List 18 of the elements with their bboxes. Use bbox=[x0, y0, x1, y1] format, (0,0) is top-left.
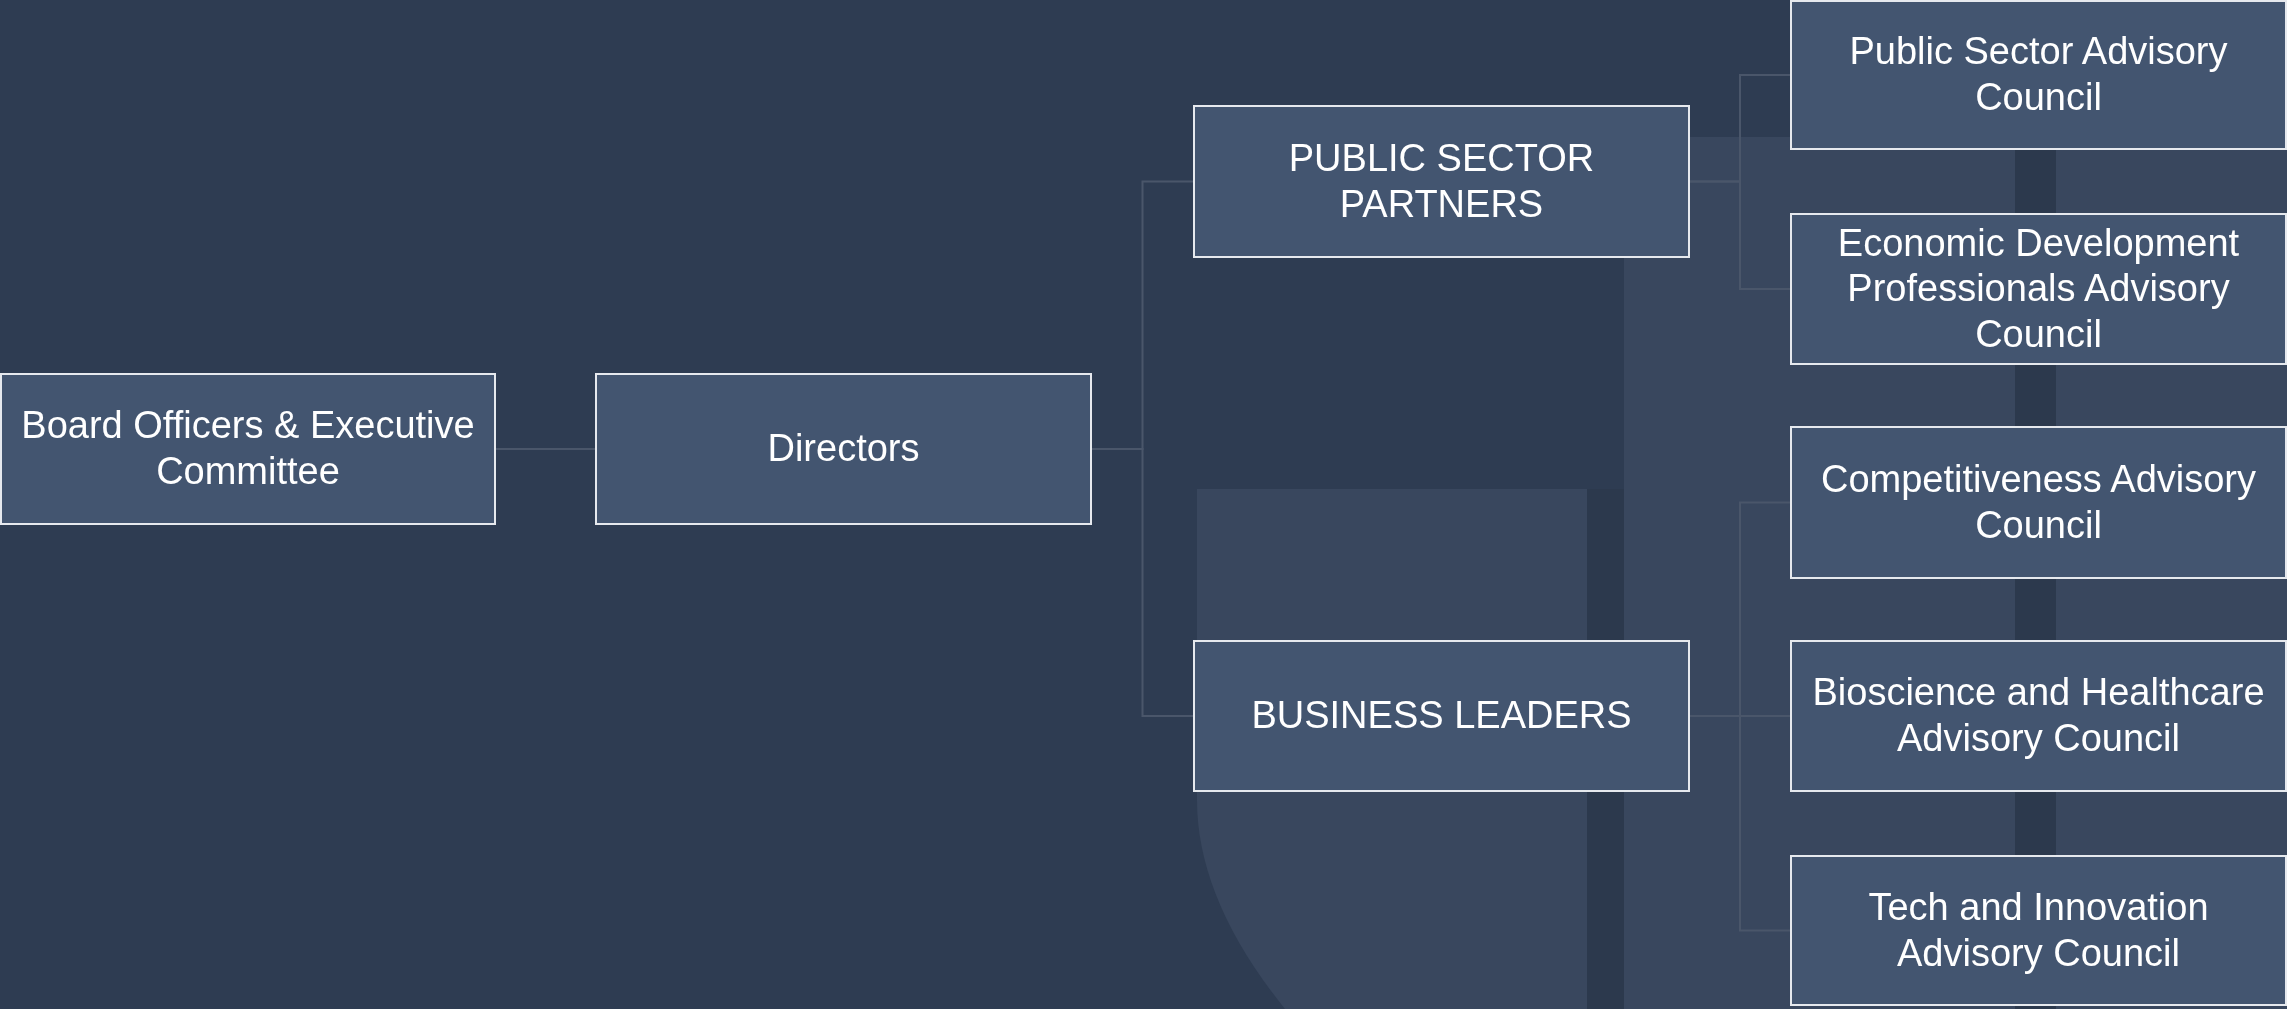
org-box bbox=[1790, 0, 2287, 150]
box-label: Directors bbox=[767, 426, 920, 472]
org-box bbox=[1790, 855, 2287, 1006]
box-label: Tech and Innovation Advisory Council bbox=[1867, 884, 2210, 976]
org-box bbox=[0, 373, 496, 525]
org-box bbox=[1790, 640, 2287, 792]
org-box bbox=[595, 373, 1092, 525]
box-label: Bioscience and Healthcare Advisory Council bbox=[1811, 670, 2266, 761]
box-label: Competitiveness Advisory Council bbox=[1819, 456, 2258, 548]
org-box bbox=[1790, 213, 2287, 365]
org-box bbox=[1790, 426, 2287, 579]
box-label: PUBLIC SECTOR PARTNERS bbox=[1287, 135, 1596, 227]
org-box bbox=[1193, 105, 1690, 258]
org-box bbox=[1193, 640, 1690, 792]
box-label: Economic Development Professionals Advisory Council bbox=[1836, 220, 2241, 357]
box-label: BUSINESS LEADERS bbox=[1251, 693, 1632, 739]
box-label: Public Sector Advisory Council bbox=[1848, 29, 2229, 120]
box-label: Board Officers & Executive Committee bbox=[20, 403, 476, 494]
